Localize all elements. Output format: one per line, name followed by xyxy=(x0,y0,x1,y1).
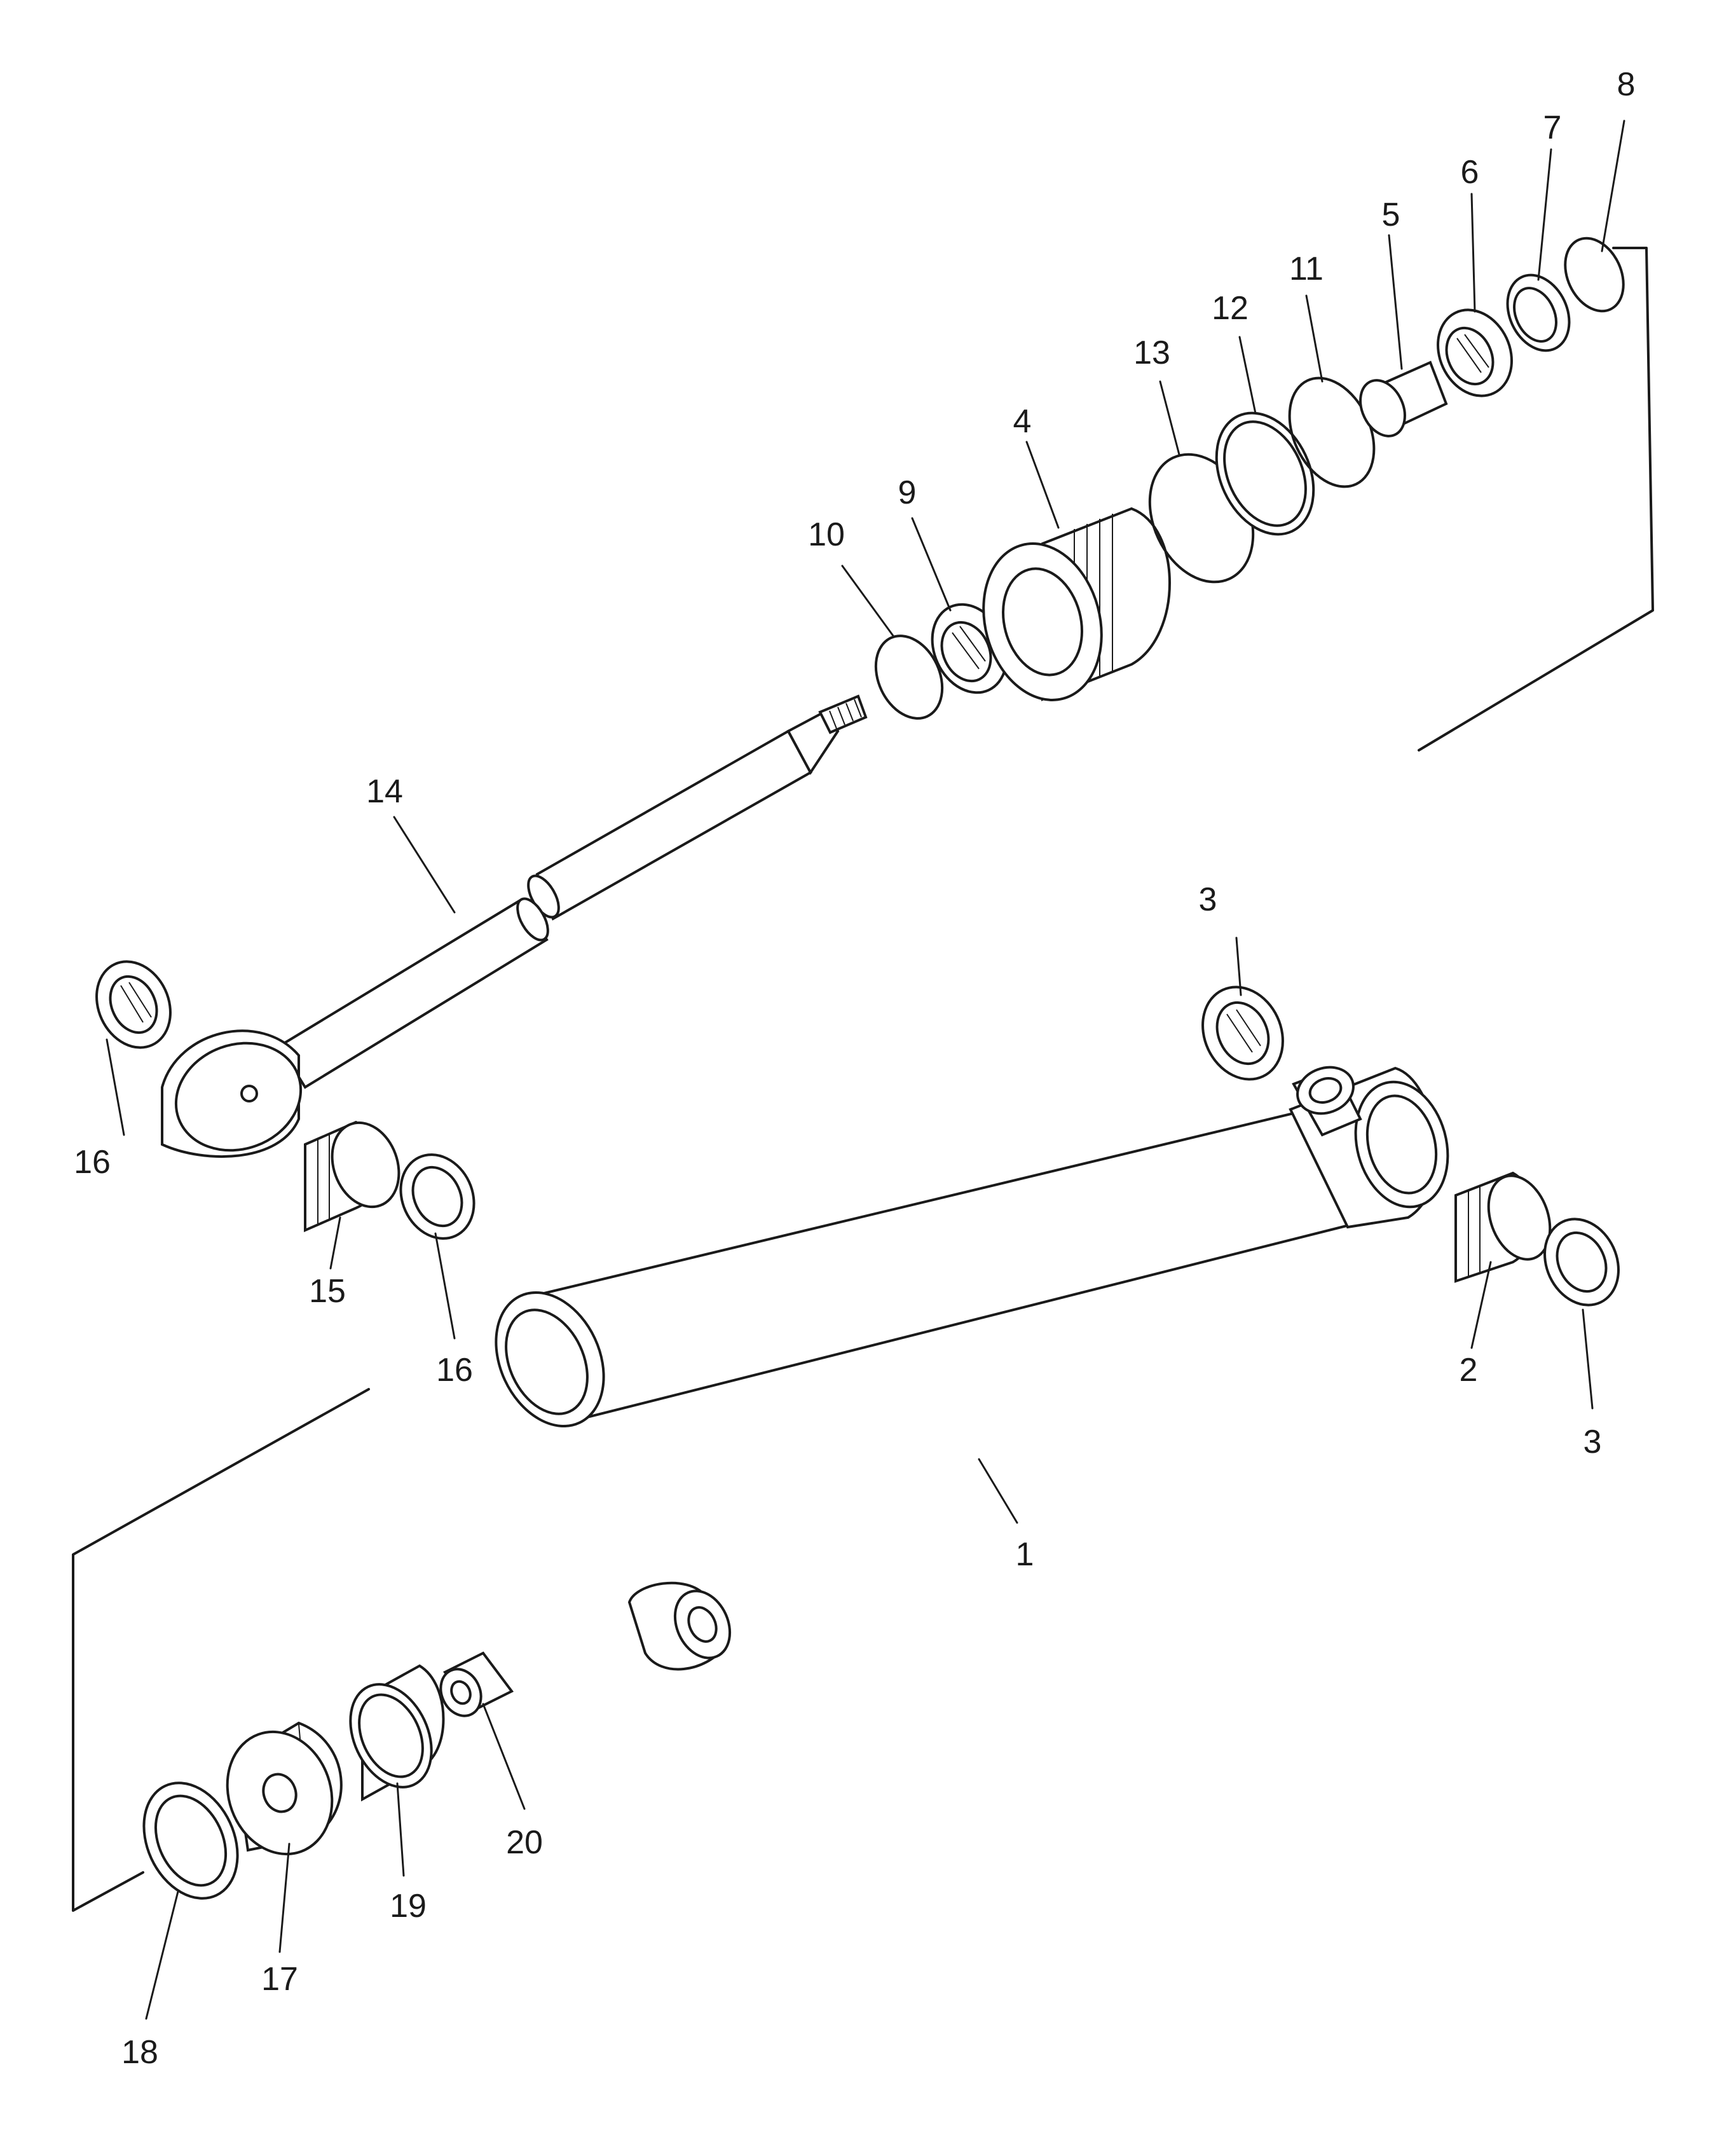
dust-seal-3a xyxy=(1201,985,1284,1081)
piston-rod xyxy=(161,694,868,1158)
callout-16-left: 16 xyxy=(74,1144,111,1181)
packing-6 xyxy=(1437,308,1513,397)
callout-14: 14 xyxy=(366,773,403,810)
callout-6: 6 xyxy=(1461,154,1479,191)
upper-assembly-bracket xyxy=(1418,247,1654,752)
cylinder-head-4 xyxy=(982,507,1171,701)
piston-17 xyxy=(226,1721,343,1856)
callout-19: 19 xyxy=(390,1888,427,1925)
callout-12: 12 xyxy=(1212,290,1248,327)
callout-17: 17 xyxy=(261,1961,298,1998)
backup-ring-12 xyxy=(1215,411,1315,536)
callout-4: 4 xyxy=(1013,403,1032,440)
cylinder-tube-1 xyxy=(495,1066,1449,1671)
callout-18: 18 xyxy=(121,2034,158,2071)
dust-seal-16b xyxy=(399,1153,475,1240)
snap-ring-10 xyxy=(874,635,944,720)
dust-seal-16a xyxy=(95,960,172,1049)
callout-11: 11 xyxy=(1289,251,1324,287)
rod-eye xyxy=(161,1029,303,1158)
nut-20 xyxy=(439,1651,514,1717)
callout-2: 2 xyxy=(1460,1352,1478,1389)
collar-19 xyxy=(349,1664,445,1802)
wiper-7 xyxy=(1506,273,1571,352)
callout-5: 5 xyxy=(1382,196,1400,233)
wear-ring-18 xyxy=(142,1782,239,1900)
bushing-15 xyxy=(304,1120,400,1233)
callout-16-right: 16 xyxy=(436,1352,473,1389)
bushing-2 xyxy=(1454,1171,1552,1283)
callout-1: 1 xyxy=(1016,1536,1034,1573)
callout-20: 20 xyxy=(506,1824,543,1861)
dust-seal-3b xyxy=(1543,1218,1620,1307)
callout-7: 7 xyxy=(1543,109,1562,146)
callout-13: 13 xyxy=(1133,334,1170,371)
callout-3-lower: 3 xyxy=(1584,1424,1602,1460)
callout-8: 8 xyxy=(1617,66,1636,103)
bushing-5 xyxy=(1359,360,1448,437)
rod-thread xyxy=(829,699,862,729)
callout-15: 15 xyxy=(309,1273,346,1310)
callout-3-upper: 3 xyxy=(1199,881,1217,918)
callout-9: 9 xyxy=(898,474,917,511)
snap-ring-8 xyxy=(1564,237,1625,313)
leader-lines xyxy=(106,120,1625,2020)
lower-assembly-bracket xyxy=(72,1388,370,1912)
callout-10: 10 xyxy=(808,516,845,553)
callout-labels: 8 7 6 5 11 12 13 4 9 10 14 3 16 15 16 2 … xyxy=(74,66,1635,2071)
